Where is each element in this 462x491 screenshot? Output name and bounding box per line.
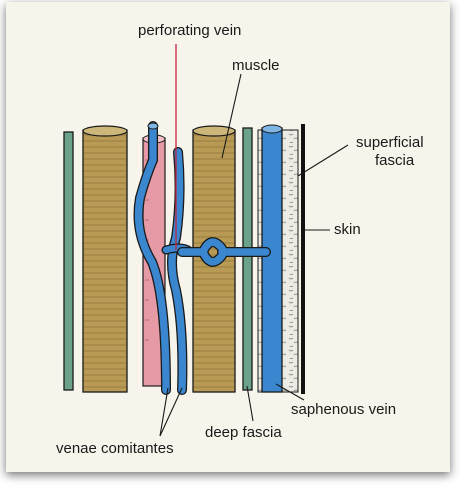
muscle-left: [83, 126, 127, 392]
label-saphenous-vein: saphenous vein: [291, 401, 396, 418]
label-perforating-vein: perforating vein: [138, 22, 241, 39]
saphenous-vein: [262, 125, 282, 392]
skin-layer: [301, 124, 305, 394]
deep-fascia-left-strip: [64, 132, 73, 390]
label-deep-fascia: deep fascia: [205, 424, 282, 441]
label-muscle: muscle: [232, 57, 280, 74]
deep-fascia-strip: [243, 128, 252, 390]
leader-lines: [160, 44, 348, 436]
label-superficial-fascia-line2: fascia: [375, 152, 414, 169]
label-venae-comitantes: venae comitantes: [56, 440, 174, 457]
label-superficial-fascia-line1: superficial: [356, 134, 424, 151]
label-skin: skin: [334, 221, 361, 238]
